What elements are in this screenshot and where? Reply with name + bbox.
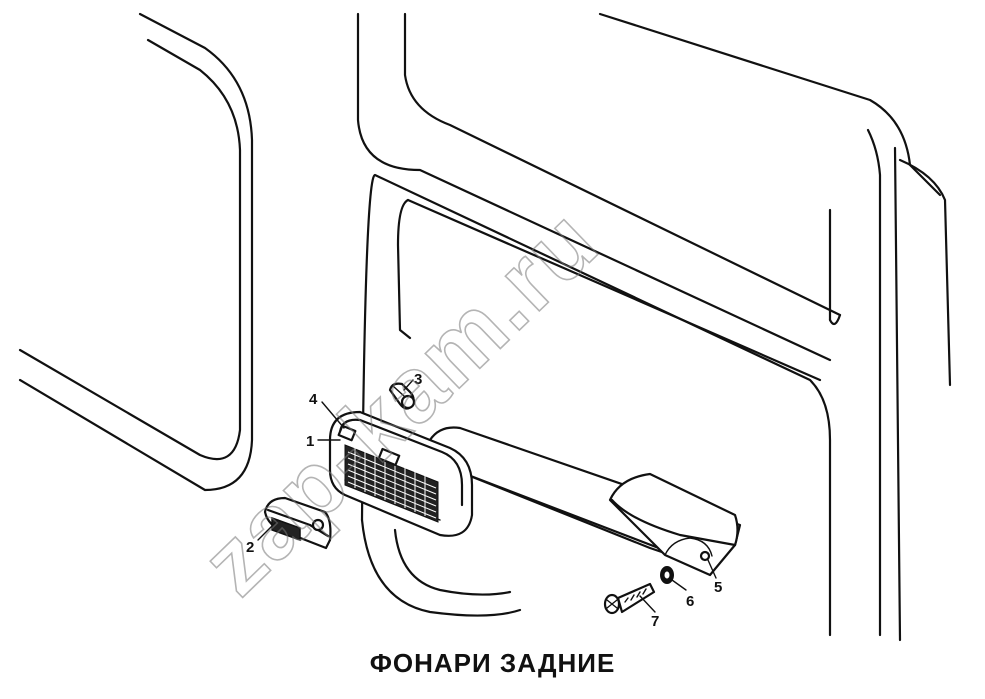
callout-3: 3: [414, 371, 422, 388]
callout-2: 2: [246, 539, 254, 556]
callout-1: 1: [306, 433, 314, 450]
bulb-part-3[interactable]: [388, 382, 416, 410]
callout-4: 4: [309, 391, 318, 408]
watermark: zap-kam.ru: [183, 190, 618, 615]
lamp-housing-part-1[interactable]: [328, 410, 474, 537]
upper-body-panel: [356, 12, 952, 642]
lamp-lens-grille: [344, 444, 439, 523]
callout-7: 7: [651, 613, 659, 630]
callout-5: 5: [714, 579, 722, 596]
leader-lines: [257, 379, 717, 613]
lamp-frame-outline: [360, 173, 832, 637]
lamp-small-window-part-4[interactable]: [337, 424, 357, 442]
washer-part-6[interactable]: [660, 566, 674, 584]
screw-part-7[interactable]: [603, 582, 656, 615]
callout-6: 6: [686, 593, 694, 610]
diagram-caption: ФОНАРИ ЗАДНИЕ: [369, 648, 616, 678]
left-window-outline: [18, 12, 254, 492]
switch-part-2[interactable]: [263, 496, 332, 550]
callout-labels: 1 2 3 4 5 6 7: [246, 371, 722, 630]
end-cap-part-5[interactable]: [608, 472, 739, 577]
